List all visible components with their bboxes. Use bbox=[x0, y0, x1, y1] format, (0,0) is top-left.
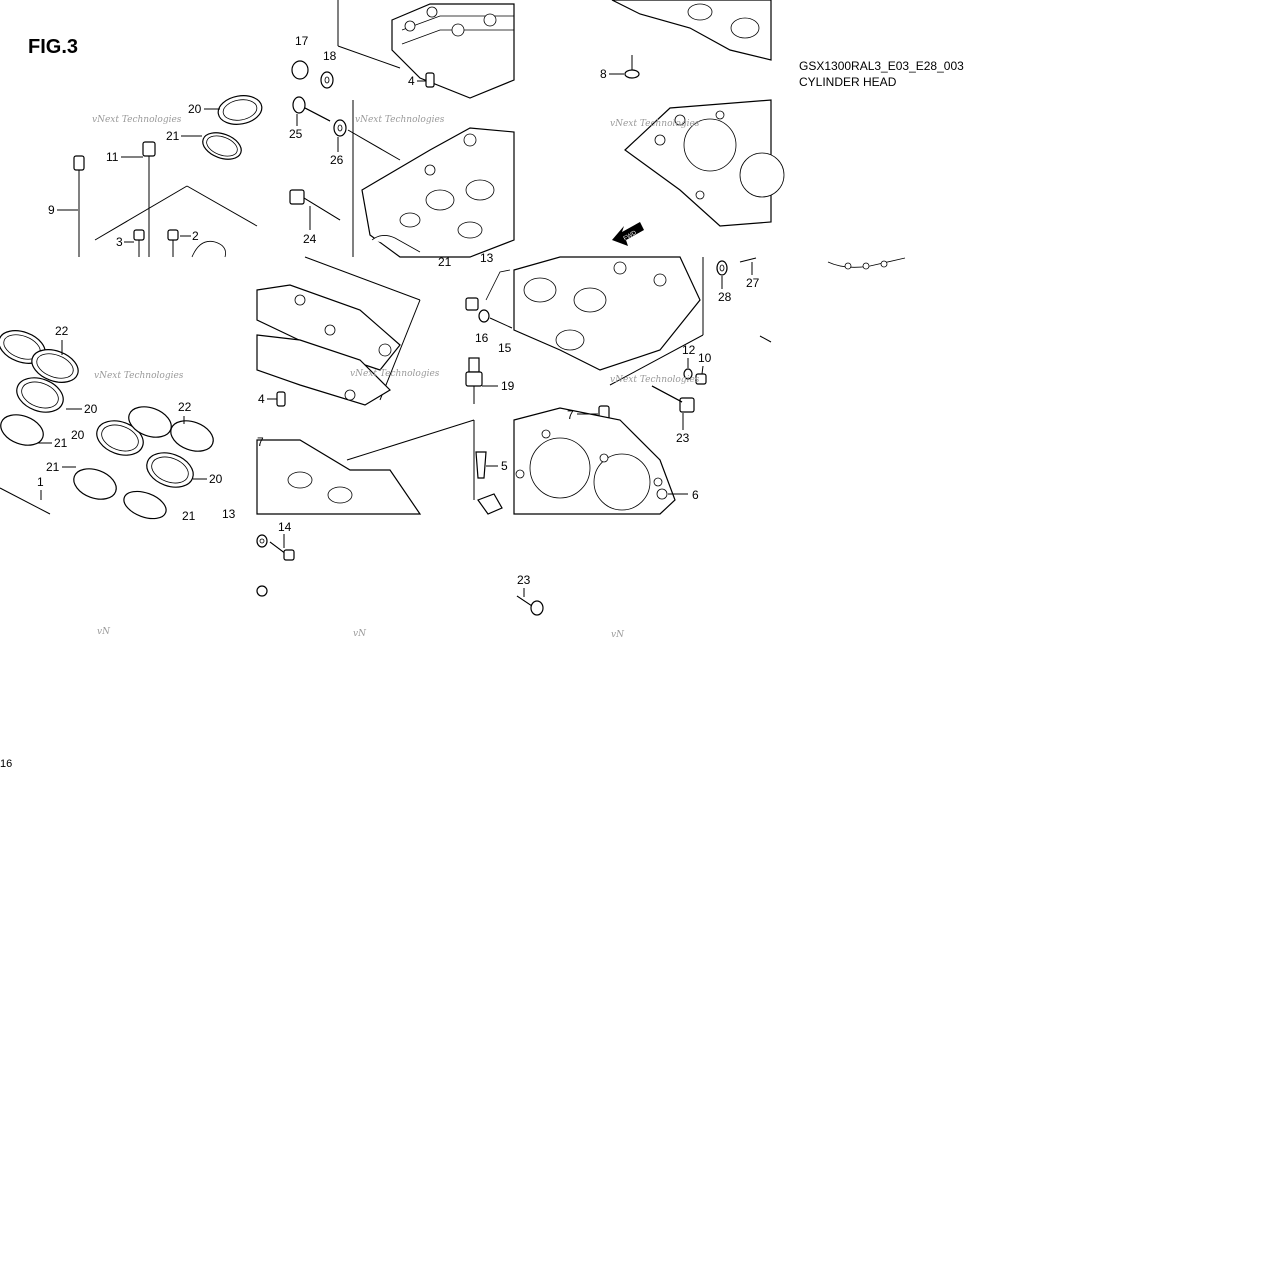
part-name: CYLINDER HEAD bbox=[799, 75, 897, 89]
callout-18: 18 bbox=[323, 49, 337, 63]
callout-12: 12 bbox=[682, 343, 696, 357]
watermark-fragment: vN bbox=[611, 630, 625, 640]
callout-6: 6 bbox=[692, 488, 699, 502]
tile-head-top: 17 18 4 25 26 24 21 vNext Technologies bbox=[289, 0, 515, 269]
callout-21c: 21 bbox=[54, 436, 68, 450]
callout-22: 22 bbox=[55, 324, 69, 338]
callout-3: 3 bbox=[116, 235, 123, 249]
watermark: vNext Technologies bbox=[355, 115, 445, 125]
callout-10: 10 bbox=[698, 351, 712, 365]
tile-head-body: 16 15 13 28 27 12 10 7 23 6 vNext Techno… bbox=[465, 251, 772, 515]
callout-9: 9 bbox=[48, 203, 55, 217]
watermark-fragments: vN vN vN bbox=[97, 627, 625, 640]
callout-11: 11 bbox=[106, 150, 119, 164]
watermark-fragment: vN bbox=[353, 629, 367, 639]
page-number: 16 bbox=[0, 758, 13, 770]
callout-4b: 4 bbox=[258, 392, 265, 406]
callout-15: 15 bbox=[498, 341, 512, 355]
long-bolt-part bbox=[73, 155, 85, 257]
tile-lower-fasteners: 14 23 bbox=[256, 520, 544, 616]
callout-20c: 20 bbox=[71, 428, 85, 442]
callout-28: 28 bbox=[718, 290, 732, 304]
model-code: GSX1300RAL3_E03_E28_003 bbox=[799, 59, 964, 73]
callout-20b: 20 bbox=[84, 402, 98, 416]
callout-21d: 21 bbox=[46, 460, 60, 474]
callout-5: 5 bbox=[501, 459, 508, 473]
callout-24: 24 bbox=[303, 232, 317, 246]
watermark-fragment: vN bbox=[97, 627, 111, 637]
callout-23: 23 bbox=[676, 431, 690, 445]
callout-19: 19 bbox=[501, 379, 515, 393]
callout-23b: 23 bbox=[517, 573, 531, 587]
callout-8: 8 bbox=[600, 67, 607, 81]
callout-21b: 21 bbox=[438, 255, 452, 269]
callout-17: 17 bbox=[295, 34, 309, 48]
callout-21: 21 bbox=[166, 129, 180, 143]
callout-13b: 13 bbox=[480, 251, 494, 265]
watermark: vNext Technologies bbox=[610, 375, 700, 385]
tile-gasket-top: 8 FWD vNext Technologies bbox=[600, 0, 785, 246]
callout-22b: 22 bbox=[178, 400, 192, 414]
tile-cam-housing: 4 7 19 5 vNext Technologies bbox=[256, 256, 515, 515]
tile-intake-lower: 22 20 21 20 22 21 20 1 13 21 vNext Techn… bbox=[0, 324, 236, 523]
callout-4: 4 bbox=[408, 74, 415, 88]
callout-26: 26 bbox=[330, 153, 344, 167]
callout-1: 1 bbox=[37, 475, 44, 489]
watermark: vNext Technologies bbox=[92, 115, 182, 125]
watermark: vNext Technologies bbox=[94, 371, 184, 381]
callout-20d: 20 bbox=[209, 472, 223, 486]
callout-13: 13 bbox=[222, 507, 236, 521]
callout-7: 7 bbox=[567, 408, 574, 422]
watermark: vNext Technologies bbox=[350, 369, 440, 379]
callout-14: 14 bbox=[278, 520, 292, 534]
figure-title: FIG.3 bbox=[28, 36, 79, 58]
fwd-arrow-icon: FWD bbox=[612, 222, 644, 246]
tile-gasket-edge bbox=[827, 257, 906, 270]
callout-2: 2 bbox=[192, 229, 199, 243]
callout-25: 25 bbox=[289, 127, 303, 141]
callout-20: 20 bbox=[188, 102, 202, 116]
tile-intake-top: 20 21 11 9 3 2 vNext Technologies bbox=[48, 95, 263, 258]
callout-27: 27 bbox=[746, 276, 760, 290]
bolt-part bbox=[142, 141, 156, 257]
callout-7b: 7 bbox=[257, 435, 264, 449]
callout-16: 16 bbox=[475, 331, 489, 345]
watermark: vNext Technologies bbox=[610, 119, 700, 129]
callout-21e: 21 bbox=[182, 509, 196, 523]
